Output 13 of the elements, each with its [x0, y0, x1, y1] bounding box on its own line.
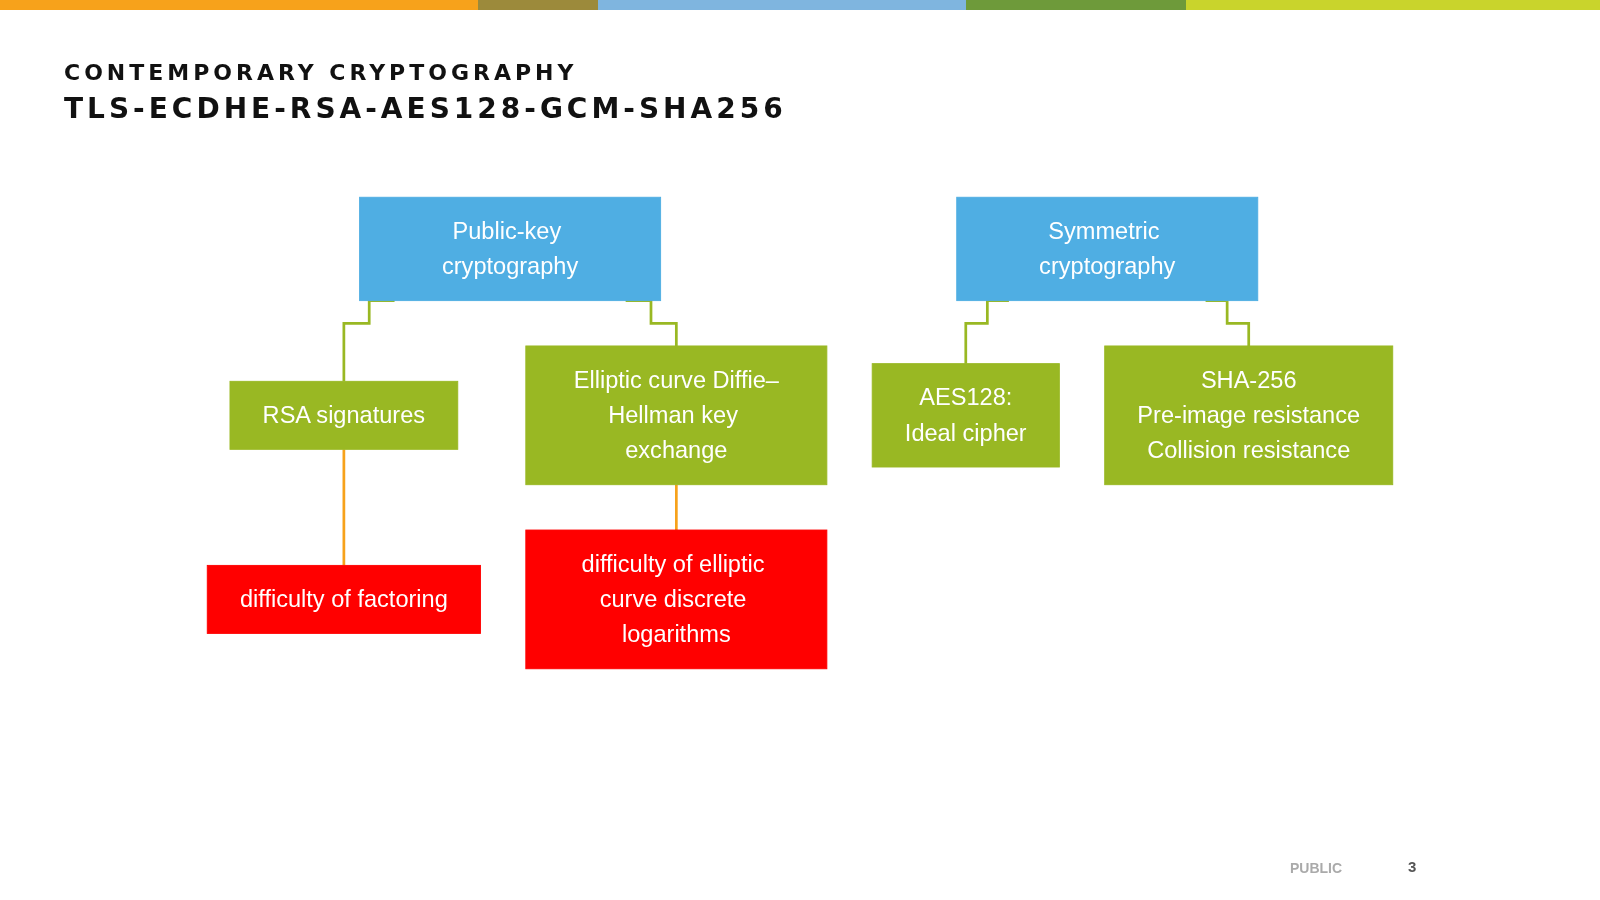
node-box: difficulty of factoring	[206, 564, 481, 634]
node-box: RSA signatures	[229, 380, 459, 450]
slide-subtitle: TLS-ECDHE-RSA-AES128-GCM-SHA256	[64, 92, 787, 125]
node-box: difficulty of elliptic curve discrete logarithms	[525, 529, 828, 670]
node-box: Symmetric cryptography	[956, 196, 1259, 302]
node-box: AES128: Ideal cipher	[871, 363, 1060, 468]
node-box: SHA-256 Pre-image resistance Collision resistance	[1104, 345, 1394, 486]
slide-title: CONTEMPORARY CRYPTOGRAPHY	[64, 60, 578, 85]
page-number: 3	[1408, 858, 1417, 875]
node-box: Elliptic curve Diffie–Hellman key exchange	[525, 345, 828, 486]
classification-label: PUBLIC	[1290, 860, 1343, 876]
node-box: Public-key cryptography	[359, 196, 662, 302]
connector	[675, 483, 678, 532]
